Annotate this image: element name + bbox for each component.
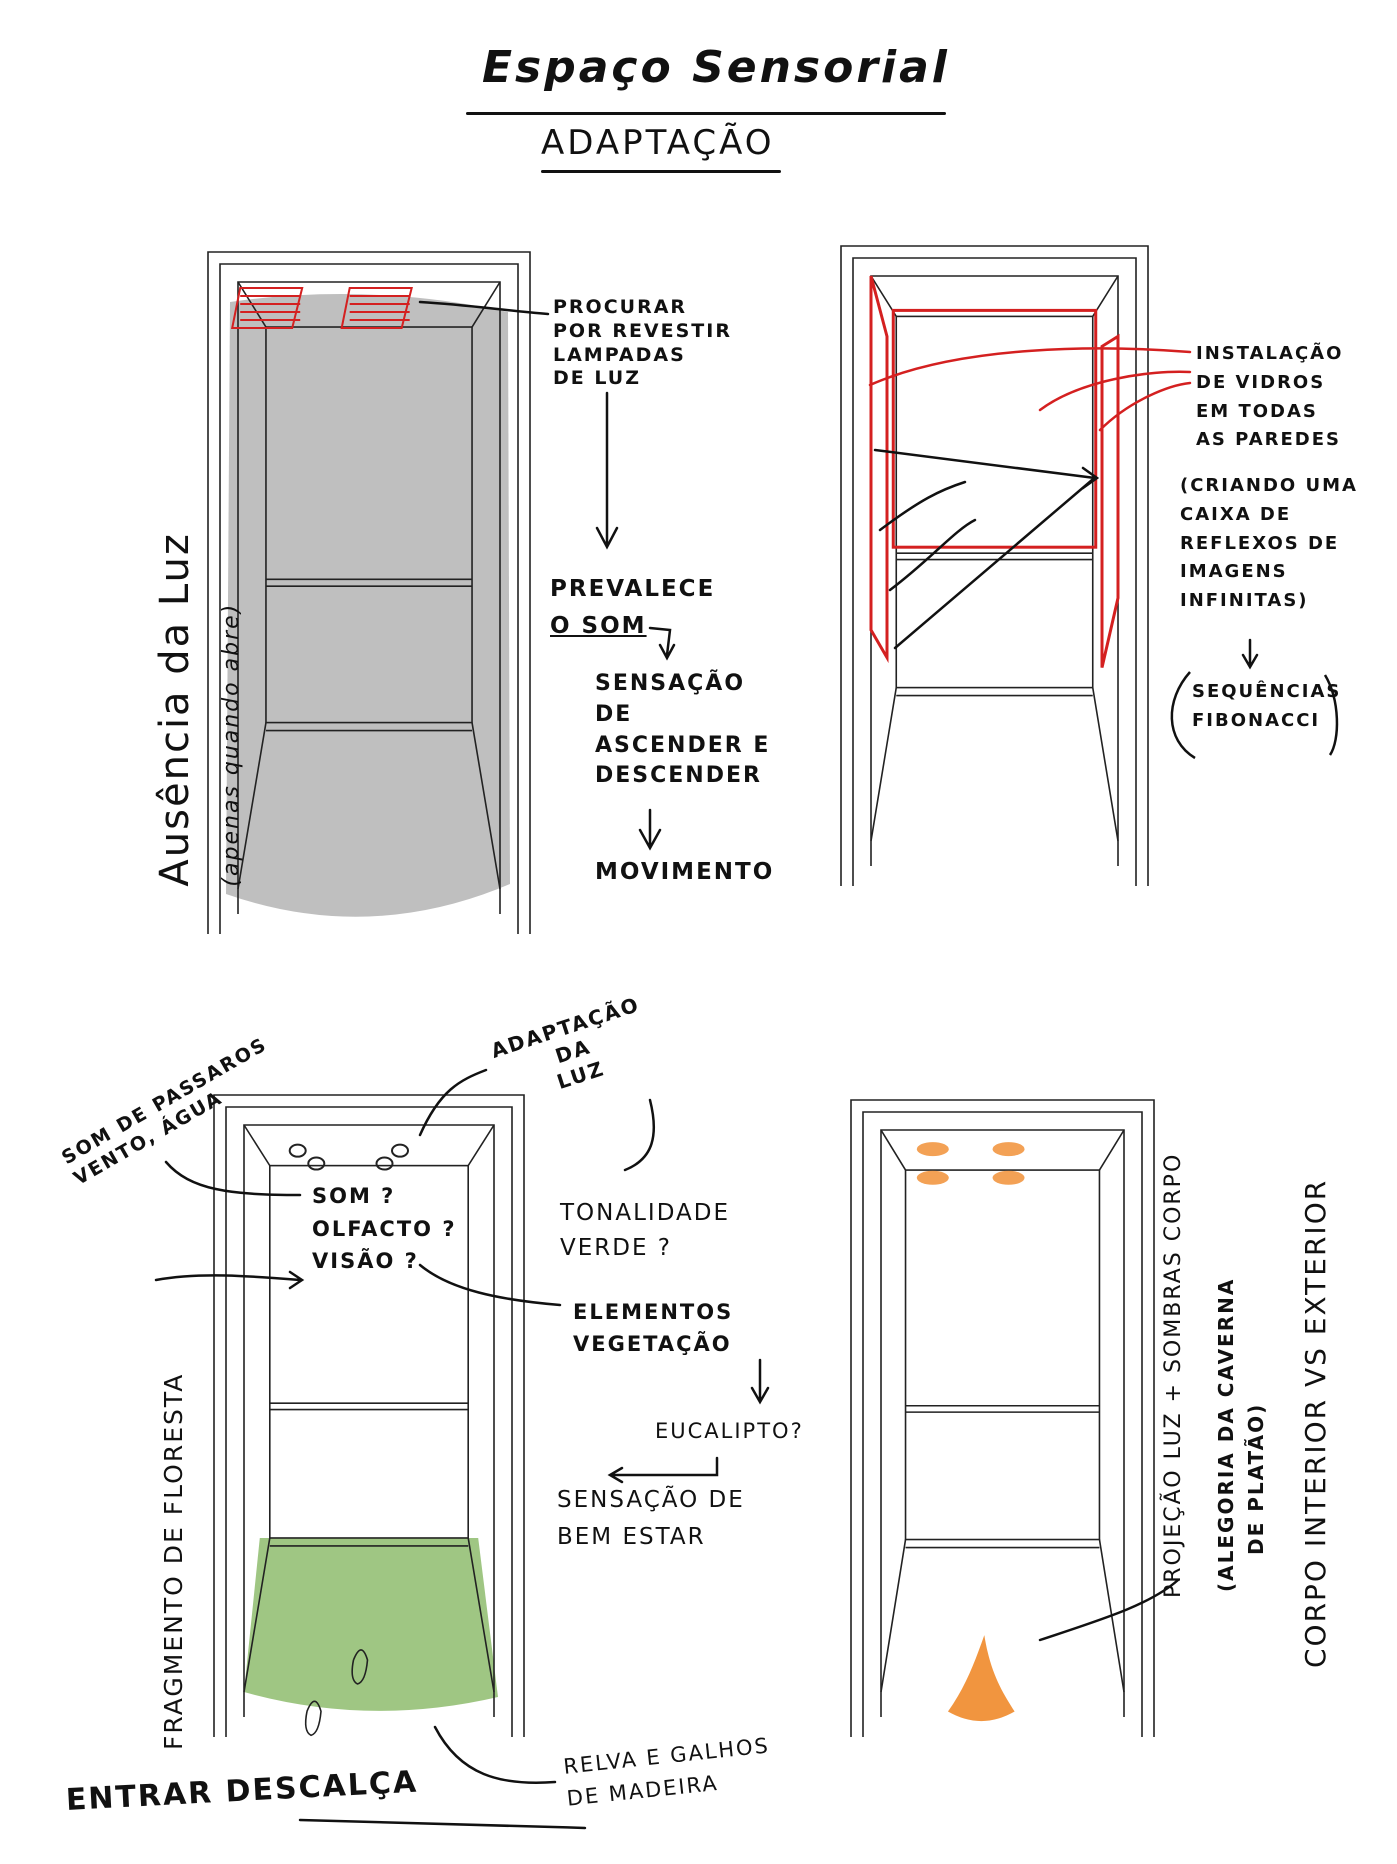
frame-inner-edge xyxy=(862,1111,1143,1737)
body-shadow-projection xyxy=(947,1635,1015,1722)
note-sentidos: SOM ? OLFACTO ? VISÃO ? xyxy=(312,1184,457,1274)
note-elementos: ELEMENTOS VEGETAÇÃO xyxy=(573,1300,734,1356)
note-corpo: CORPO INTERIOR VS EXTERIOR xyxy=(1299,1178,1332,1668)
arrow-eucalipto-bemestar xyxy=(607,1456,719,1484)
projector-light xyxy=(916,1142,949,1157)
note-instalacao: INSTALAÇÃO DE VIDROS EM TODAS AS PAREDES xyxy=(1196,343,1344,451)
side-label-floresta: FRAGMENTO DE FLORESTA xyxy=(159,1372,188,1750)
outer-frame xyxy=(213,1094,525,1737)
footprint xyxy=(351,1649,369,1685)
note-sequencias: SEQUÊNCIAS FIBONACCI xyxy=(1192,681,1342,731)
note-criando: (CRIANDO UMA CAIXA DE REFLEXOS DE IMAGEN… xyxy=(1180,475,1358,612)
note-movimento: MOVIMENTO xyxy=(595,859,775,885)
frame-inner-edge xyxy=(225,1106,513,1737)
mid-rail xyxy=(896,552,1093,561)
outer-frame xyxy=(207,251,531,934)
arrow-fibonacci xyxy=(1241,638,1259,670)
outer-frame xyxy=(850,1099,1155,1737)
arrow-entrar xyxy=(298,1818,587,1830)
door-frame-vidros xyxy=(840,245,1149,886)
mid-rail xyxy=(905,1404,1100,1413)
light-bulb xyxy=(375,1156,394,1171)
note-platao: DE PLATÃO) xyxy=(1244,1402,1268,1555)
arrow-luz-tonalidade xyxy=(623,1098,655,1172)
note-sensacao: SENSAÇÃO DE ASCENDER E DESCENDER xyxy=(595,671,771,789)
note-eucalipto: EUCALIPTO? xyxy=(655,1419,804,1443)
side-label-ausencia-luz: Ausência da Luz (apenas quando abre) xyxy=(100,532,250,916)
grass-floor xyxy=(244,1537,498,1711)
note-bem-estar: SENSAÇÃO DE BEM ESTAR xyxy=(557,1487,745,1550)
perspective-lines xyxy=(870,275,1119,842)
back-wall xyxy=(904,1169,1101,1541)
perspective-lines xyxy=(880,1129,1125,1693)
doorway xyxy=(870,275,1119,866)
note-procurar: PROCURAR POR REVESTIR LAMPADAS DE LUZ xyxy=(553,296,732,390)
light-bulb xyxy=(288,1143,307,1158)
note-adaptacao-luz: ADAPTAÇÃO DA LUZ xyxy=(488,992,643,1094)
note-relva: RELVA E GALHOS DE MADEIRA xyxy=(562,1733,771,1811)
note-tonalidade: TONALIDADE VERDE ? xyxy=(560,1200,730,1261)
note-entrar-descalca: ENTRAR DESCALÇA xyxy=(65,1764,419,1818)
back-wall xyxy=(268,1164,469,1539)
title-underline xyxy=(466,112,946,115)
page-title: Espaço Sensorial xyxy=(482,42,950,93)
doorway xyxy=(880,1129,1125,1717)
side-label-note: (apenas quando abre) xyxy=(219,602,244,887)
gray-wash xyxy=(226,294,510,917)
perspective-lines xyxy=(243,1124,495,1693)
door-frame-ausencia-luz xyxy=(207,251,531,934)
note-projecao: PROJEÇÃO LUZ + SOMBRAS CORPO xyxy=(1161,1152,1186,1598)
arrow-o-som xyxy=(648,626,676,661)
side-label-main: Ausência da Luz xyxy=(152,532,198,887)
light-bulb xyxy=(391,1143,409,1158)
covered-lamp xyxy=(230,287,304,329)
arrow-down-prevalece xyxy=(595,391,619,550)
note-prevalece: PREVALECE xyxy=(550,576,716,602)
projector-light xyxy=(916,1170,949,1185)
door-frame-projecao xyxy=(850,1099,1155,1737)
footprint xyxy=(304,1700,322,1737)
covered-lamp xyxy=(340,287,413,329)
outer-frame xyxy=(840,245,1149,886)
doorway xyxy=(243,1124,495,1717)
projector-light xyxy=(992,1170,1025,1185)
arrow-sensacao-movimento xyxy=(638,808,662,851)
doorway xyxy=(237,281,501,914)
note-alegoria: (ALEGORIA DA CAVERNA xyxy=(1214,1277,1238,1592)
mirror-right-wall xyxy=(1100,333,1120,668)
mid-rail xyxy=(265,578,473,587)
note-o-som: O SOM xyxy=(550,613,647,639)
frame-inner-edge xyxy=(219,263,519,934)
light-bulb xyxy=(307,1156,326,1171)
mirror-back-wall xyxy=(891,308,1098,549)
mirror-left-wall xyxy=(869,275,889,664)
page-subtitle: ADAPTAÇÃO xyxy=(541,123,775,163)
projector-light xyxy=(992,1142,1025,1157)
back-wall xyxy=(895,315,1094,689)
subtitle-underline xyxy=(541,170,781,173)
door-frame-floresta xyxy=(213,1094,525,1737)
arrow-vegetacao-eucalipto xyxy=(750,1358,770,1405)
frame-inner-edge xyxy=(852,257,1137,886)
mid-rail xyxy=(269,1402,469,1411)
